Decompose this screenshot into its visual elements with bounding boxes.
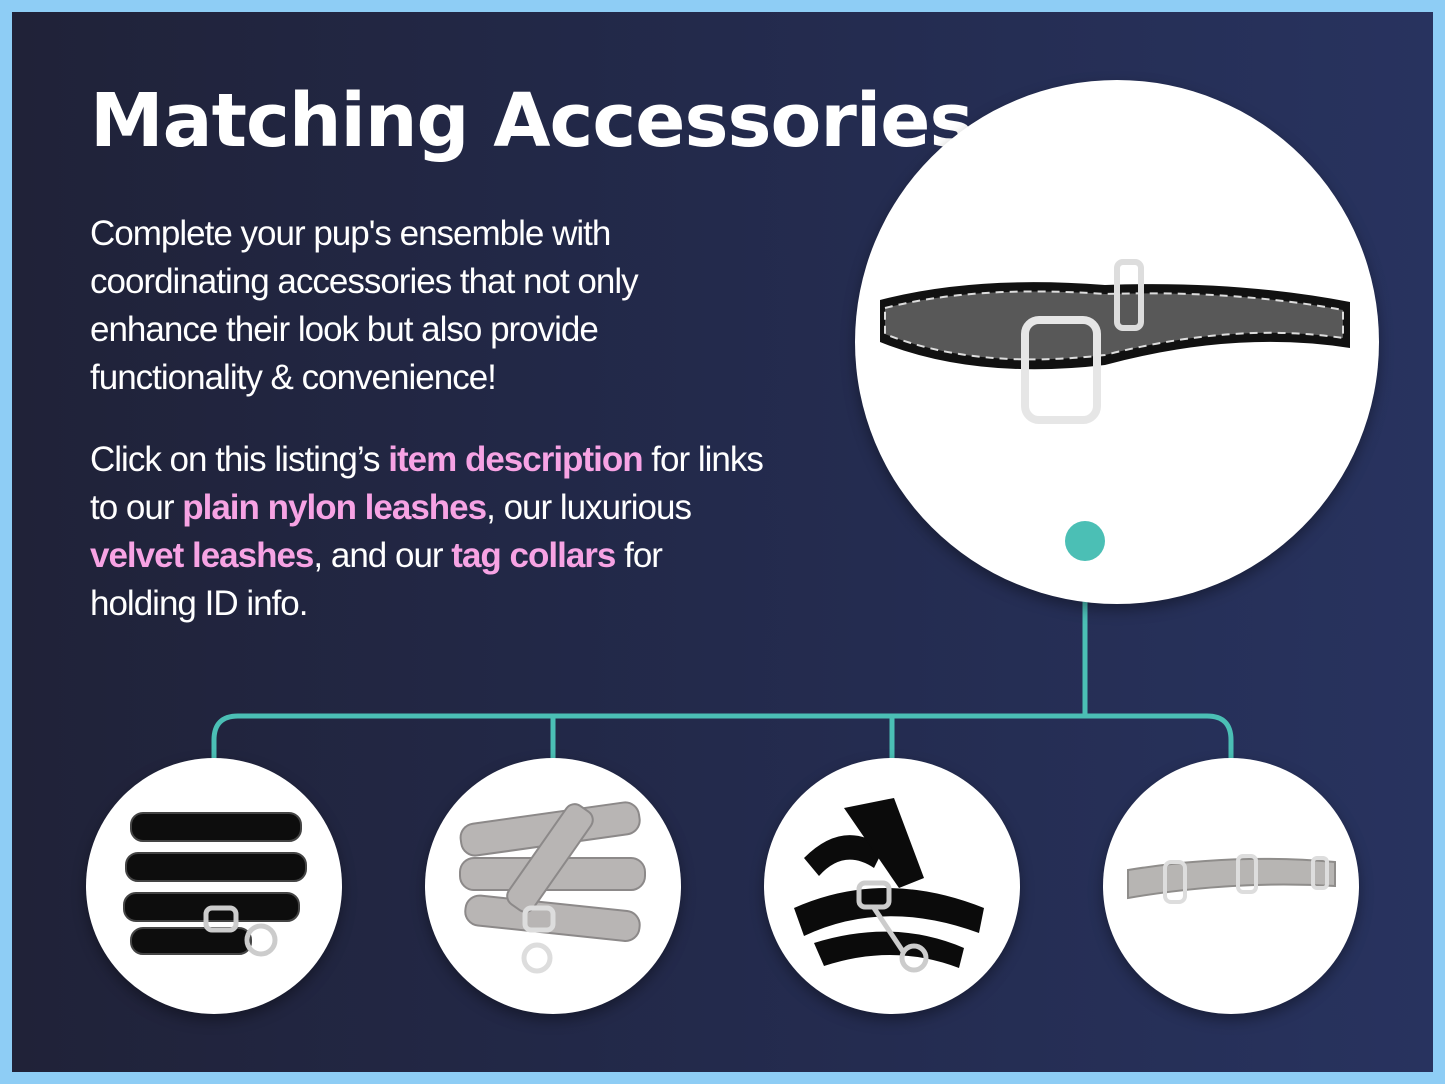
tag-collars-link[interactable]: tag collars xyxy=(451,536,616,575)
connector-dot xyxy=(1065,521,1105,561)
velvet-leashes-link[interactable]: velvet leashes xyxy=(90,536,314,575)
links-text: Click on this listing’s item description… xyxy=(90,436,770,628)
nylon-leashes-link[interactable]: plain nylon leashes xyxy=(182,488,487,527)
product-circle-velvet-leash-grey[interactable] xyxy=(425,758,681,1014)
martingale-collar-image xyxy=(880,259,1350,424)
product-circle-nylon-leash[interactable] xyxy=(764,758,1020,1014)
product-circle-collar[interactable] xyxy=(855,80,1379,604)
grey-tag-collar-image xyxy=(1127,854,1336,904)
product-circle-velvet-leash-black[interactable] xyxy=(86,758,342,1014)
intro-text: Complete your pup's ensemble with coordi… xyxy=(90,214,639,397)
text: for holding ID info. xyxy=(90,536,663,623)
page-title: Matching Accessories xyxy=(90,78,973,164)
connector-branch xyxy=(211,713,1234,760)
black-velvet-leash-image xyxy=(123,812,307,957)
product-circle-tag-collar[interactable] xyxy=(1103,758,1359,1014)
text: , our luxurious xyxy=(486,488,692,527)
grey-velvet-leash-image xyxy=(459,801,646,974)
text: , and our xyxy=(313,536,452,575)
item-description-link[interactable]: item description xyxy=(388,440,643,479)
text: for links to our xyxy=(90,440,764,527)
text: Click on this listing’s xyxy=(90,440,389,479)
black-nylon-leash-image xyxy=(794,798,984,973)
